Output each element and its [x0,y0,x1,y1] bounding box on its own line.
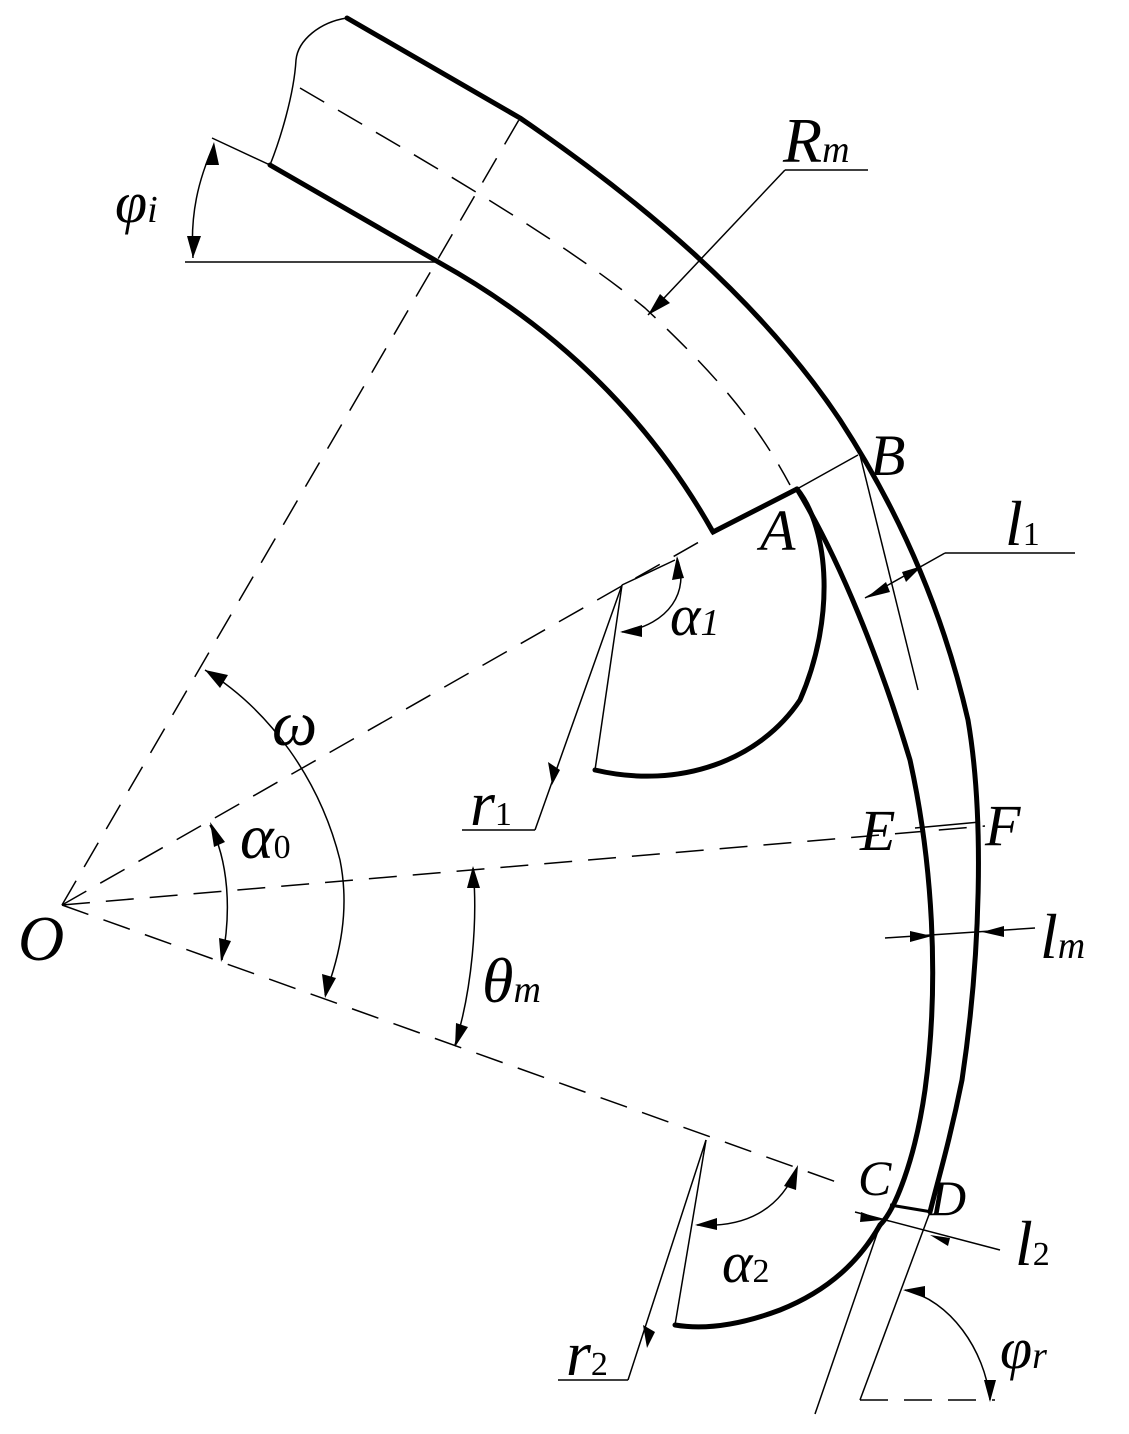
label-phi-i: φi [115,170,158,235]
alpha2-arc [696,1167,798,1227]
label-alpha1: α1 [670,583,719,648]
label-B: B [870,423,905,488]
label-F: F [984,793,1021,858]
r2-leader [627,1139,707,1381]
omega-arrow-top [205,670,228,688]
label-D: D [929,1170,966,1226]
outlet-inner-line [814,1224,881,1415]
label-l1: l1 [1005,488,1040,559]
ray-ef [61,825,986,906]
ray-omega-upper [61,117,521,906]
trailing-edge-arc [672,1222,883,1330]
construction-rays [61,117,986,1185]
rm-leader [647,169,786,316]
label-r1: r1 [470,768,512,839]
phi-i-arrow-bottom [187,236,201,258]
ray-alpha1-upper [61,529,721,906]
lm-dimension-line [884,927,1036,939]
alpha2-arrow-top [784,1165,798,1190]
label-alpha2: α2 [722,1230,769,1295]
r2-arrow [643,1325,655,1348]
theta-arc [454,867,476,1046]
leading-edge-arc [592,486,827,779]
phi-r-arrow-bottom [984,1380,996,1402]
alpha0-arrow-top [210,822,225,847]
rm-arrow [648,294,670,315]
l2-arrow-b [930,1235,950,1246]
l1-arrow-b [902,566,922,582]
tangent-at-B [859,454,919,691]
lm-arrow-a [910,931,932,942]
blade-inner-surface [267,162,936,1228]
inlet-break-line [269,17,348,166]
r2-center-line [674,1139,707,1326]
alpha0-arrow-bottom [219,938,231,962]
label-alpha0: α0 [240,801,291,872]
label-r2: r2 [566,1318,608,1389]
r1-leader [534,584,623,831]
label-C: C [858,1150,892,1206]
label-lm: lm [1040,901,1085,972]
ray-alpha2-lower [61,904,843,1185]
alpha1-arrow-bottom [620,625,642,637]
label-l2: l2 [1015,1208,1050,1279]
phi-i-arrow-top [205,142,219,165]
phi-r-arrow-top [903,1286,925,1298]
label-theta-m: θm [482,945,541,1016]
omega-arrow-bottom [322,974,336,998]
blade-outer-surface [344,15,981,1215]
omega-arc [204,669,345,996]
label-phi-r: φr [1000,1316,1047,1381]
alpha2-arrow-bottom [695,1218,717,1230]
label-A: A [756,498,796,563]
label-O: O [18,903,64,974]
alpha1-arrow-top [672,556,684,580]
lm-arrow-b [982,926,1004,937]
line-EF [914,821,981,829]
label-E: E [859,798,895,863]
theta-arrow-top [467,866,480,888]
theta-arrow-bottom [455,1023,468,1047]
outlet-outer-line [859,1211,931,1401]
phi-i-extension-line [211,137,271,166]
l2-arrow-a [860,1212,882,1222]
label-omega: ω [272,688,317,759]
line-AB [796,454,859,490]
phi-r-arc [904,1289,991,1401]
line-CD [889,1203,933,1214]
alpha1-tick [621,559,676,586]
l1-arrow-a [866,582,890,598]
mean-camber-line [299,87,791,486]
r1-arrow [548,762,560,785]
l2-dimension-line [854,1211,1001,1251]
label-Rm: Rm [782,105,850,176]
r1-center-line [594,584,623,771]
